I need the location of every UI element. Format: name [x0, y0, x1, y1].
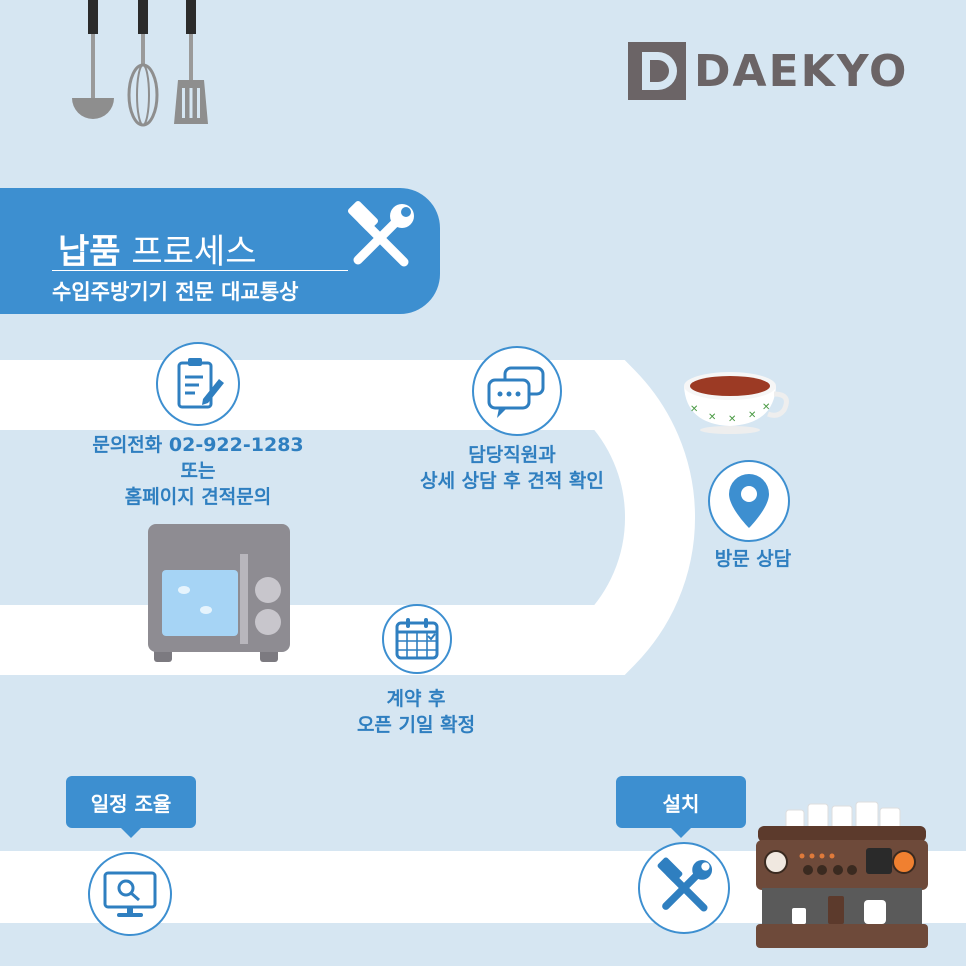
page-subtitle: 수입주방기기 전문 대교통상: [52, 280, 299, 304]
tools-icon: [347, 200, 414, 267]
espresso-machine-illustration: [756, 801, 928, 948]
daekyo-logo-icon: [628, 42, 686, 100]
microwave-illustration: [148, 524, 290, 662]
step-5-icon-circle: [88, 852, 172, 936]
step-5-text: 일정 조율: [90, 791, 172, 816]
svg-text:✕: ✕: [728, 414, 736, 425]
step-4-icon-circle: [382, 604, 452, 674]
step-2-text: 담당직원과 상세 상담 후 견적 확인: [420, 444, 604, 492]
location-pin-icon: [729, 474, 769, 528]
svg-text:✕: ✕: [690, 404, 698, 415]
teacup-illustration: ✕ ✕ ✕ ✕ ✕: [684, 372, 789, 434]
step-1-text: 문의전화 02-922-1283 또는 홈페이지 견적문의: [92, 434, 304, 508]
step-4-text: 계약 후 오픈 기일 확정: [356, 688, 476, 736]
monitor-search-icon: [103, 871, 157, 917]
step-3-text: 방문 상담: [714, 548, 792, 570]
step-3-icon-circle: [708, 460, 790, 542]
kitchen-utensils-illustration: [72, 0, 208, 127]
page-title: 납품 프로세스: [58, 224, 257, 273]
calendar-icon: [395, 618, 439, 660]
step-6-icon-circle: [638, 842, 730, 934]
title-divider: [52, 270, 348, 271]
install-tools-icon: [657, 857, 713, 912]
step-6-tag: 설치: [616, 776, 746, 838]
document-edit-icon: [177, 358, 224, 409]
step-2-icon-circle: [472, 346, 562, 436]
chat-bubbles-icon: [487, 366, 545, 418]
page-title-bold: 납품: [58, 232, 121, 272]
step-5-tag: 일정 조율: [66, 776, 196, 838]
svg-text:✕: ✕: [708, 412, 716, 423]
svg-text:✕: ✕: [748, 410, 756, 421]
step-6-text: 설치: [662, 791, 700, 816]
page-title-rest: 프로세스: [131, 232, 257, 272]
brand-name: DAEKYO: [694, 46, 909, 97]
step-1-icon-circle: [156, 342, 240, 426]
svg-text:✕: ✕: [762, 402, 770, 413]
